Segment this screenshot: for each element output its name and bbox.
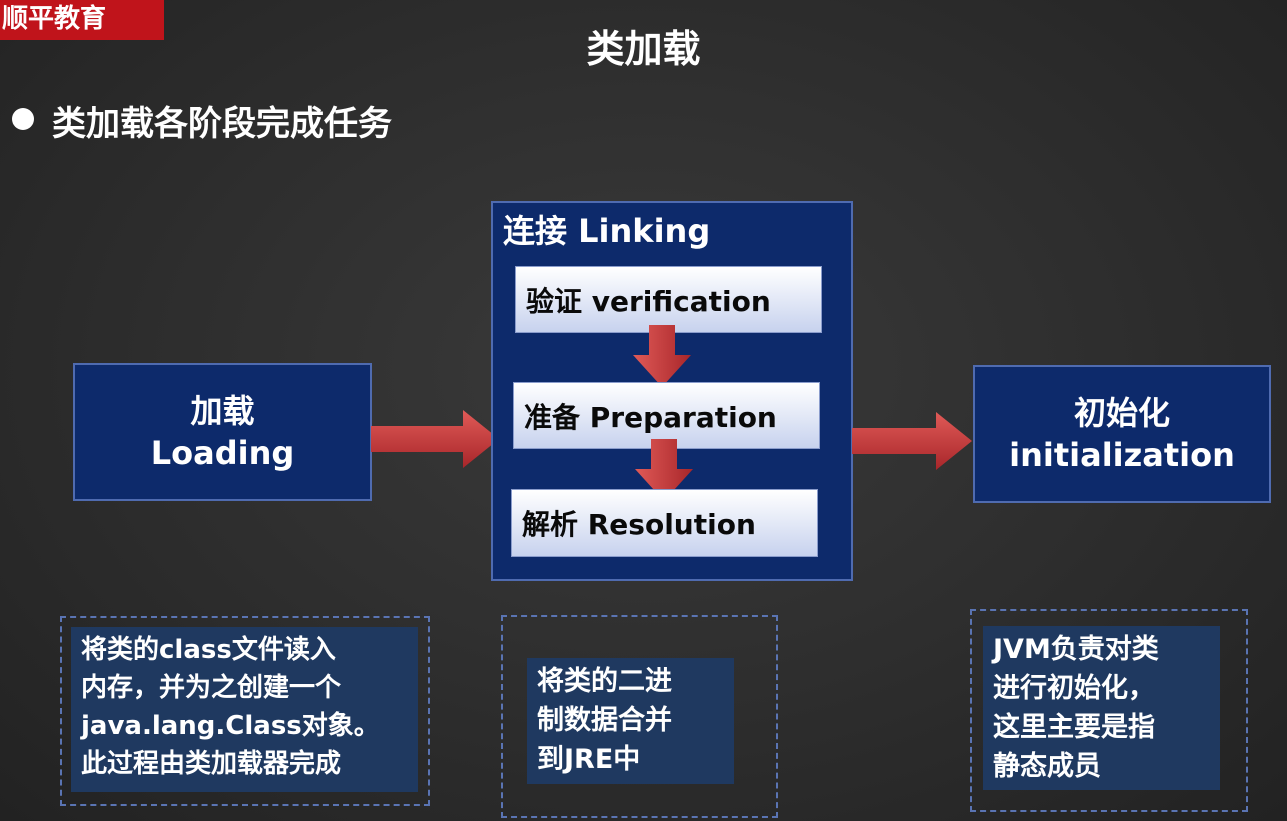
loading-description: 将类的class文件读入 内存，并为之创建一个 java.lang.Class对… xyxy=(71,627,418,792)
linking-description-frame xyxy=(501,615,778,818)
initialization-description-frame xyxy=(970,609,1248,812)
arrow-right-icon xyxy=(852,412,972,470)
section-subtitle: 类加载各阶段完成任务 xyxy=(52,104,392,144)
loading-stage-box: 加载 Loading xyxy=(73,363,372,501)
loading-stage-cn: 加载 xyxy=(190,392,255,430)
initialization-stage-cn: 初始化 xyxy=(1073,394,1170,432)
initialization-stage-en: initialization xyxy=(1009,436,1235,474)
linking-step-verification: 验证 verification xyxy=(515,266,822,333)
bullet-icon xyxy=(12,108,34,130)
linking-step-resolution: 解析 Resolution xyxy=(511,489,818,557)
linking-step-preparation: 准备 Preparation xyxy=(513,382,820,449)
linking-description: 将类的二进 制数据合并 到JRE中 xyxy=(527,658,734,784)
linking-stage-title: 连接 Linking xyxy=(503,212,711,250)
arrow-down-icon xyxy=(633,325,691,387)
initialization-description: JVM负责对类 进行初始化， 这里主要是指 静态成员 xyxy=(983,626,1220,790)
arrow-right-icon xyxy=(371,410,499,468)
brand-logo: 顺平教育 xyxy=(0,0,164,40)
loading-description-frame xyxy=(60,616,430,806)
page-title: 类加载 xyxy=(586,27,701,71)
loading-stage-en: Loading xyxy=(150,434,295,472)
arrow-down-icon xyxy=(635,439,693,501)
initialization-stage-box: 初始化 initialization xyxy=(973,365,1271,503)
